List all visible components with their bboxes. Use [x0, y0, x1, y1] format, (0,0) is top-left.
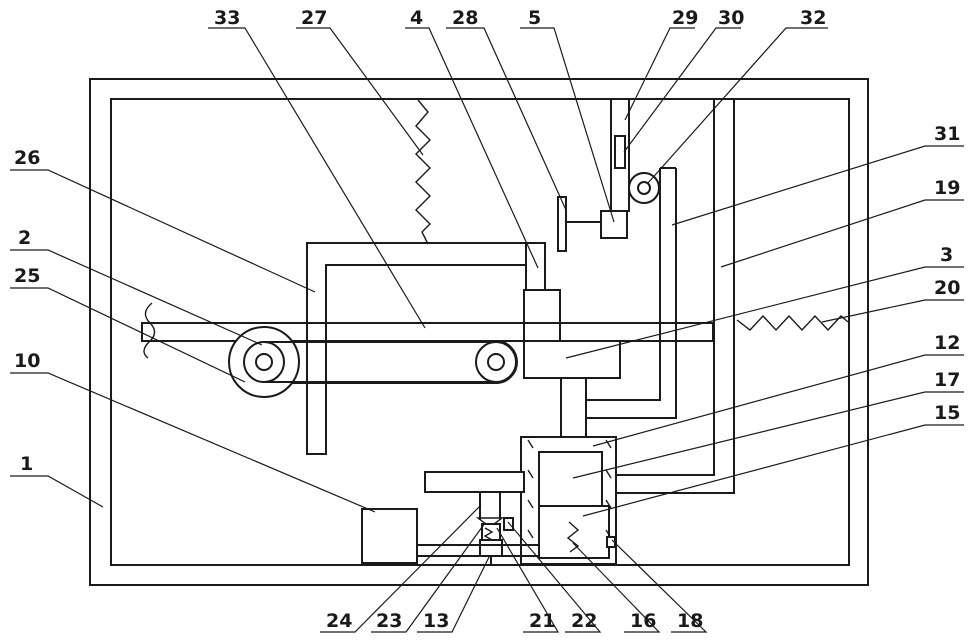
label-31: 31 — [934, 123, 960, 145]
motor — [362, 509, 417, 563]
label-13: 13 — [423, 610, 449, 632]
small-roller-2-hub — [256, 354, 272, 370]
label-4: 4 — [410, 7, 423, 29]
label-1: 1 — [20, 453, 33, 475]
lifting-plate — [524, 341, 620, 378]
label-16: 16 — [630, 610, 656, 632]
label-22: 22 — [571, 610, 597, 632]
conveyor-beam — [142, 323, 713, 341]
side-plate — [425, 472, 524, 492]
break-line-20 — [737, 316, 848, 330]
label-5: 5 — [528, 7, 541, 29]
label-17: 17 — [934, 369, 960, 391]
pulley-32-hub — [638, 182, 650, 194]
label-19: 19 — [934, 177, 960, 199]
label-33: 33 — [214, 7, 240, 29]
label-26: 26 — [14, 147, 40, 169]
label-3: 3 — [940, 244, 953, 266]
small-plate — [558, 197, 566, 251]
label-10: 10 — [14, 350, 40, 372]
label-12: 12 — [934, 332, 960, 354]
outer-l-rod — [613, 99, 734, 493]
label-25: 25 — [14, 265, 40, 287]
label-27: 27 — [301, 7, 327, 29]
label-21: 21 — [529, 610, 555, 632]
right-roller-hub — [488, 354, 504, 370]
support-post — [526, 243, 545, 291]
support-block — [524, 290, 560, 345]
label-28: 28 — [452, 7, 478, 29]
break-line-27 — [416, 100, 430, 244]
label-18: 18 — [677, 610, 703, 632]
label-20: 20 — [934, 277, 960, 299]
break-line-left — [144, 303, 155, 358]
label-15: 15 — [934, 402, 960, 424]
guide-slot — [615, 136, 625, 168]
slide-block — [601, 211, 627, 238]
l-rod — [586, 168, 676, 418]
label-29: 29 — [672, 7, 698, 29]
label-32: 32 — [800, 7, 826, 29]
label-30: 30 — [718, 7, 744, 29]
label-23: 23 — [376, 610, 402, 632]
label-24: 24 — [326, 610, 352, 632]
label-2: 2 — [18, 227, 31, 249]
small-actuator — [478, 492, 513, 565]
